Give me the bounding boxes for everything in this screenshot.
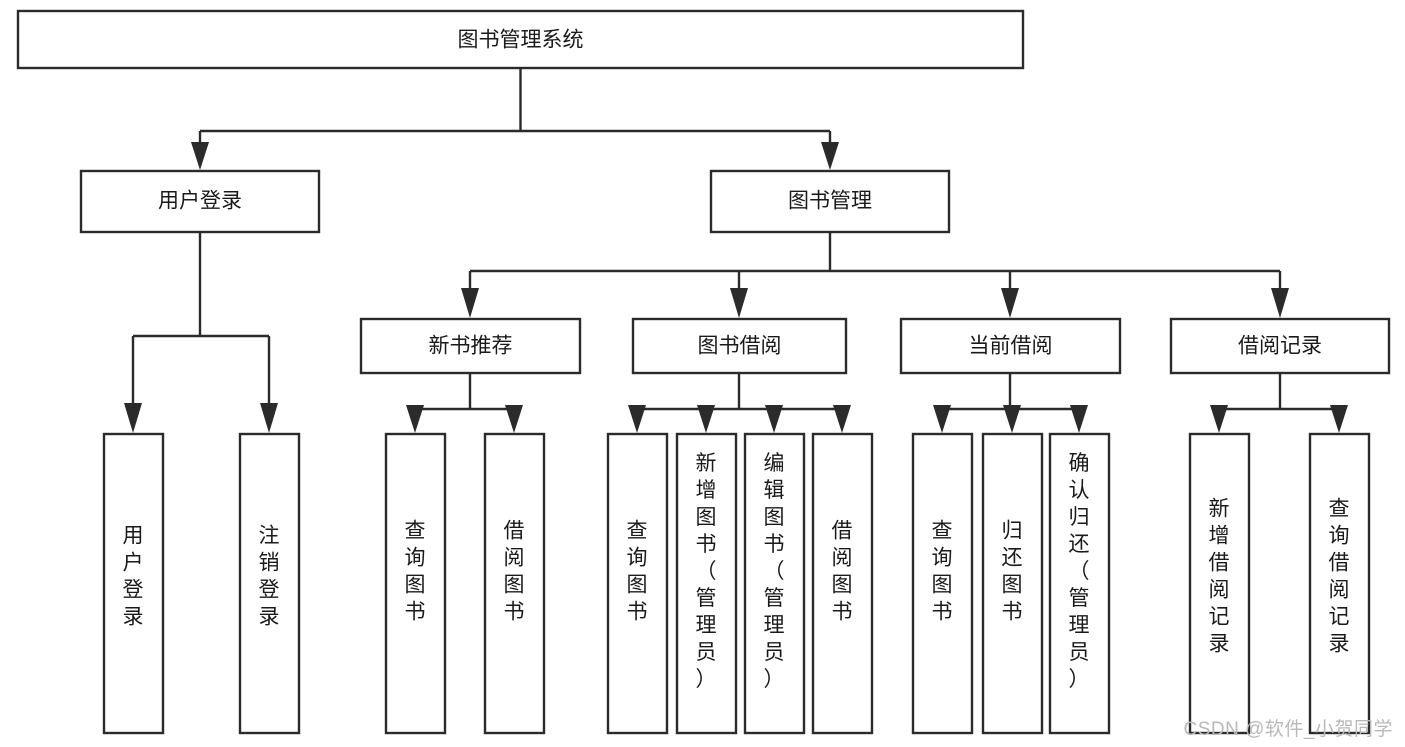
node-leaf-query-book-borrow[interactable]: 查询图书 [606,432,669,735]
arrow-head-leaf-edit-book [765,405,783,433]
node-leaf-query-book-cur-label: 查询图书 [932,520,953,624]
arrow-head-leaf-logout [260,403,278,433]
node-leaf-add-record[interactable]: 新增借阅记录 [1188,432,1251,735]
connector-group-root-to-level2 [191,68,839,170]
node-leaf-query-book-borrow-box[interactable] [606,432,669,735]
node-current-borrow[interactable]: 当前借阅 [899,317,1122,375]
node-leaf-edit-book-label: 编辑图书（管理员） [764,452,785,691]
node-leaf-logout-label: 注销登录 [259,525,280,629]
node-book-manage[interactable]: 图书管理 [709,169,951,234]
arrow-head-leaf-borrow-book [833,405,851,433]
leaf-nodes-group: 用户登录 注销登录 查询图书 借阅图书 查询图书 新增图书（管理员） [102,432,1371,735]
arrow-head-user-login [191,142,209,170]
node-leaf-return-book[interactable]: 归还图书 [981,432,1044,735]
node-leaf-query-book-rec-label: 查询图书 [405,520,426,624]
node-leaf-query-record-box[interactable] [1308,432,1371,735]
node-book-borrow-label: 图书借阅 [698,335,782,358]
arrow-head-leaf-confirm-return [1070,405,1088,433]
node-leaf-borrow-book-label: 借阅图书 [832,520,853,624]
node-borrow-record[interactable]: 借阅记录 [1169,317,1391,375]
node-leaf-edit-book[interactable]: 编辑图书（管理员） [743,432,806,735]
node-new-book-rec-box[interactable] [359,317,582,375]
node-user-login-box[interactable] [79,169,321,234]
node-leaf-logout[interactable]: 注销登录 [238,432,301,735]
connector-group-book-borrow-to-leaves [628,373,851,433]
node-book-manage-label: 图书管理 [788,190,872,213]
node-leaf-query-book-cur[interactable]: 查询图书 [911,432,974,735]
node-current-borrow-box[interactable] [899,317,1122,375]
node-user-login[interactable]: 用户登录 [79,169,321,234]
arrow-head-leaf-query-record [1330,405,1348,433]
node-book-borrow[interactable]: 图书借阅 [631,317,848,375]
node-leaf-add-record-box[interactable] [1188,432,1251,735]
node-borrow-record-box[interactable] [1169,317,1391,375]
connector-group-new-book-rec-to-leaves [406,373,523,433]
node-leaf-query-book-rec-box[interactable] [384,432,447,735]
node-leaf-borrow-book-rec[interactable]: 借阅图书 [483,432,546,735]
arrow-head-borrow-record [1271,288,1289,318]
node-leaf-borrow-book[interactable]: 借阅图书 [811,432,874,735]
arrow-head-book-borrow [730,288,748,318]
node-leaf-query-record[interactable]: 查询借阅记录 [1308,432,1371,735]
node-new-book-rec[interactable]: 新书推荐 [359,317,582,375]
arrow-head-current-borrow [1001,288,1019,318]
node-leaf-query-record-label: 查询借阅记录 [1329,498,1350,656]
arrow-head-leaf-borrow-book-rec [505,405,523,433]
arrow-head-leaf-add-record [1210,405,1228,433]
arrow-head-leaf-query-book-cur [933,405,951,433]
node-leaf-query-book-borrow-label: 查询图书 [627,520,648,624]
node-leaf-add-book-box[interactable] [675,432,738,735]
node-leaf-confirm-return[interactable]: 确认归还（管理员） [1048,432,1111,735]
node-leaf-borrow-book-rec-label: 借阅图书 [504,520,525,624]
node-root-box[interactable] [16,9,1025,70]
arrow-head-leaf-query-book-rec [406,405,424,433]
node-borrow-record-label: 借阅记录 [1238,335,1322,358]
node-current-borrow-label: 当前借阅 [969,335,1053,358]
node-leaf-user-login-label: 用户登录 [123,525,144,629]
node-leaf-return-book-box[interactable] [981,432,1044,735]
arrow-head-book-manage [821,142,839,170]
node-leaf-user-login[interactable]: 用户登录 [102,432,165,735]
node-root-label: 图书管理系统 [458,29,584,52]
node-leaf-query-book-cur-box[interactable] [911,432,974,735]
connector-group-book-manage-to-level3 [461,232,1289,318]
node-root[interactable]: 图书管理系统 [16,9,1025,70]
node-new-book-rec-label: 新书推荐 [429,335,513,358]
node-leaf-confirm-return-label: 确认归还（管理员） [1069,452,1090,691]
node-user-login-label: 用户登录 [158,190,242,213]
node-leaf-edit-book-box[interactable] [743,432,806,735]
node-leaf-borrow-book-box[interactable] [811,432,874,735]
node-leaf-confirm-return-box[interactable] [1048,432,1111,735]
arrow-head-leaf-user-login [124,403,142,433]
node-book-borrow-box[interactable] [631,317,848,375]
node-leaf-add-record-label: 新增借阅记录 [1209,498,1230,656]
arrow-head-leaf-add-book [697,405,715,433]
connector-group-current-borrow-to-leaves [933,373,1088,433]
node-leaf-add-book[interactable]: 新增图书（管理员） [675,432,738,735]
arrow-head-leaf-return-book [1003,405,1021,433]
node-leaf-add-book-label: 新增图书（管理员） [696,452,717,691]
connector-group-borrow-record-to-leaves [1210,373,1348,433]
node-book-manage-box[interactable] [709,169,951,234]
connector-group-user-login-to-leaves [124,232,278,433]
arrow-head-leaf-query-book-borrow [628,405,646,433]
arrow-head-new-book-rec [461,288,479,318]
node-leaf-borrow-book-rec-box[interactable] [483,432,546,735]
node-leaf-return-book-label: 归还图书 [1002,520,1023,624]
node-leaf-user-login-box[interactable] [102,432,165,735]
node-leaf-query-book-rec[interactable]: 查询图书 [384,432,447,735]
node-leaf-logout-box[interactable] [238,432,301,735]
